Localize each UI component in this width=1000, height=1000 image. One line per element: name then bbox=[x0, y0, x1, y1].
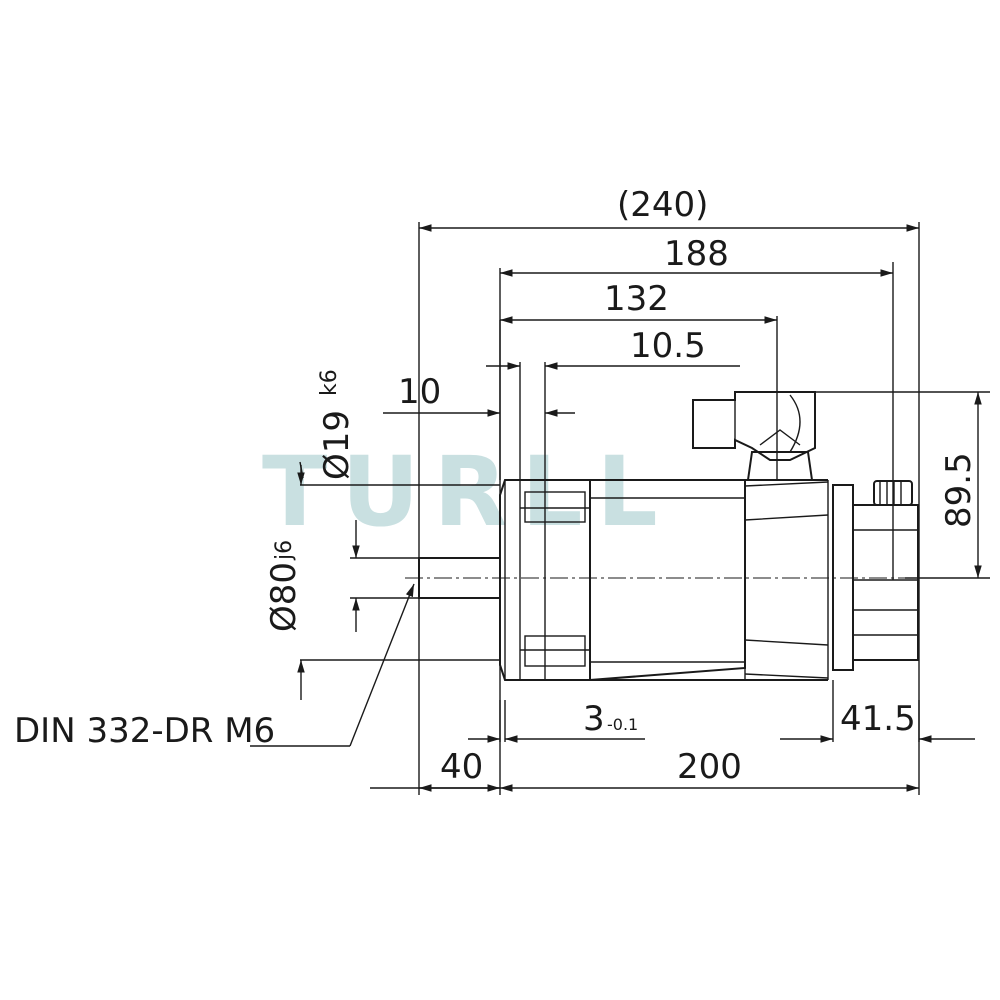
dimension-10: 10 bbox=[383, 372, 575, 417]
dim-label-240: (240) bbox=[617, 185, 708, 225]
dimension-pilot-dia: Ø80 j6 bbox=[264, 520, 420, 632]
dimension-shaft-dia: Ø19 k6 bbox=[297, 369, 500, 700]
dimension-41-5: 41.5 bbox=[780, 699, 975, 743]
tick-mark bbox=[299, 461, 304, 479]
dim-label-200: 200 bbox=[677, 747, 742, 787]
dimension-240: (240) bbox=[419, 185, 919, 232]
dim-label-shaft-dia: Ø19 bbox=[317, 410, 357, 480]
dim-label-shaft-tol: k6 bbox=[317, 369, 342, 396]
dim-label-89-5: 89.5 bbox=[939, 452, 979, 528]
dim-label-pilot-tol: j6 bbox=[272, 540, 297, 561]
dim-label-41-5: 41.5 bbox=[840, 699, 916, 739]
dim-label-188: 188 bbox=[664, 234, 729, 274]
dim-label-pilot-dia: Ø80 bbox=[264, 562, 304, 632]
dim-label-10-5: 10.5 bbox=[630, 326, 706, 366]
dim-label-spigot-tol: -0.1 bbox=[607, 715, 638, 734]
dimension-thread-leader: DIN 332-DR M6 bbox=[14, 583, 415, 751]
dimension-40: 40 bbox=[370, 747, 500, 792]
dimension-200: 200 bbox=[500, 747, 919, 792]
dimension-132: 132 bbox=[500, 279, 777, 324]
dim-label-132: 132 bbox=[604, 279, 669, 319]
dim-label-thread: DIN 332-DR M6 bbox=[14, 711, 275, 751]
dim-label-40: 40 bbox=[440, 747, 483, 787]
dim-label-10: 10 bbox=[398, 372, 441, 412]
dim-label-spigot: 3 bbox=[583, 699, 605, 739]
dimension-10-5: 10.5 bbox=[486, 326, 740, 370]
watermark-text: TURLL bbox=[262, 436, 672, 548]
dimension-89-5: 89.5 bbox=[815, 391, 990, 579]
dimension-188: 188 bbox=[500, 234, 893, 277]
motor-outline bbox=[405, 391, 935, 681]
dimension-spigot-3: 3 -0.1 bbox=[468, 699, 645, 743]
